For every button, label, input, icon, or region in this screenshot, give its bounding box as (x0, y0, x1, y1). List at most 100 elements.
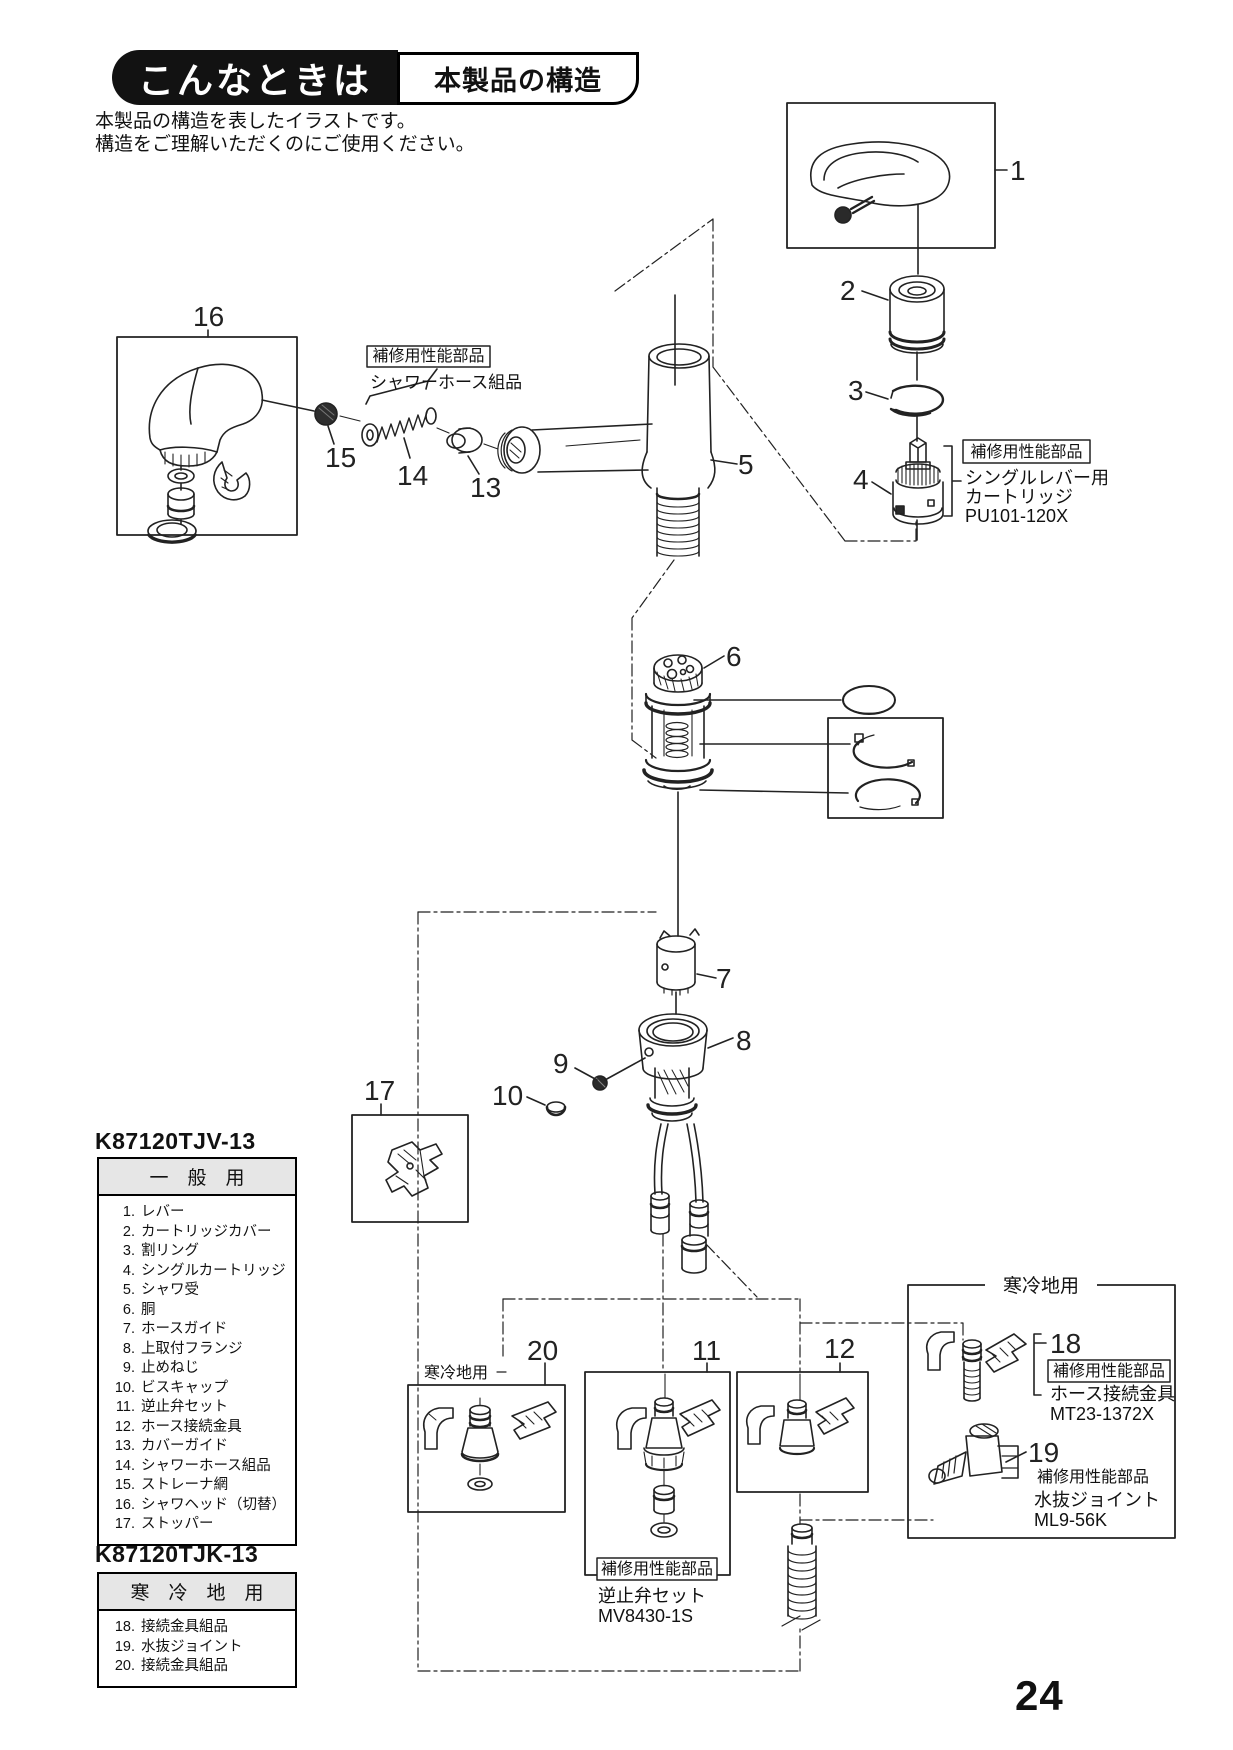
list-item: 15. ストレーナ網 (99, 1476, 292, 1496)
item-no: 16. (114, 1496, 135, 1513)
item-no: 4. (122, 1262, 135, 1279)
cartridge-annotation-line1: シングルレバー用 (965, 468, 1109, 488)
item-label: 逆止弁セット (141, 1399, 228, 1415)
item-label: 止めねじ (141, 1360, 199, 1376)
list-item: 11.逆止弁セット (99, 1398, 292, 1418)
callout-6: 6 (726, 641, 742, 672)
cold-region-box-title: 寒冷地用 (1003, 1275, 1079, 1297)
supply-hoses-drawing (649, 1123, 710, 1274)
check-valve-annotation: 逆止弁セット (598, 1586, 706, 1606)
item-no: 19. (114, 1638, 135, 1655)
repair-parts-label-drain-joint: 補修用性能部品 (1037, 1468, 1149, 1486)
item-label: ビスキャップ (141, 1379, 228, 1396)
part-3-split-ring-drawing (865, 384, 945, 442)
item-no: 1. (122, 1204, 135, 1220)
item-label: 胴 (141, 1301, 156, 1318)
callout-5: 5 (738, 449, 754, 480)
item-no: 20. (114, 1658, 135, 1674)
part-20-fitting-box-drawing (407, 1362, 566, 1513)
list-item: 7. ホースガイド (99, 1320, 292, 1340)
repair-parts-label-cartridge: 補修用性能部品 (970, 443, 1082, 461)
list-item: 8. 上取付フランジ (99, 1340, 292, 1360)
part-11-check-valve-box-drawing (584, 1362, 731, 1581)
callout-10: 10 (492, 1080, 523, 1111)
list-item: 19. 水抜ジョイント (99, 1638, 292, 1658)
item-no: 5. (122, 1282, 135, 1298)
check-valve-code: MV8430-1S (598, 1606, 693, 1626)
item-label: 接続金具組品 (141, 1619, 228, 1635)
item-label: シングルカートリッジ (141, 1262, 286, 1279)
parts-list-general-header: 一 般 用 (99, 1159, 295, 1196)
repair-parts-label-hose-fitting: 補修用性能部品 (1053, 1362, 1165, 1380)
item-label: シャワ受 (141, 1282, 199, 1298)
item-no: 12. (114, 1418, 135, 1435)
cartridge-annotation-line2: カートリッジ (965, 487, 1073, 507)
item-no: 15. (114, 1477, 135, 1493)
callout-12: 12 (824, 1333, 855, 1364)
part-4-cartridge-drawing (871, 437, 1091, 541)
list-item: 6. 胴 (99, 1301, 292, 1321)
intro-line-2: 構造をご理解いただくのにご使用ください。 (95, 134, 475, 155)
item-label: 接続金具組品 (141, 1658, 228, 1674)
item-no: 18. (114, 1619, 135, 1635)
part-15-strainer-drawing (314, 402, 338, 445)
list-item: 17. ストッパー (99, 1515, 292, 1535)
item-label: シャワーホース組品 (141, 1457, 271, 1474)
callout-11: 11 (692, 1335, 721, 1366)
list-item: 13.カバーガイド (99, 1437, 292, 1457)
item-no: 10. (114, 1379, 135, 1396)
item-no: 13. (114, 1438, 135, 1454)
list-item: 5. シャワ受 (99, 1281, 292, 1301)
parts-list-cold: 寒 冷 地 用 18. 接続金具組品 19. 水抜ジョイント 20. 接続金具組品 (97, 1572, 297, 1688)
list-item: 10. ビスキャップ (99, 1379, 292, 1399)
callout-9: 9 (553, 1048, 569, 1079)
item-label: 上取付フランジ (141, 1340, 243, 1357)
item-no: 17. (114, 1516, 135, 1532)
item-label: シャワヘッド（切替） (141, 1496, 286, 1513)
list-item: 12. ホース接続金具 (99, 1418, 292, 1438)
list-item: 1. レバー (99, 1203, 292, 1223)
list-item: 9. 止めねじ (99, 1359, 292, 1379)
item-label: ホース接続金具 (141, 1418, 242, 1435)
item-no: 6. (122, 1301, 135, 1318)
hose-fitting-annotation: ホース接続金具 (1050, 1384, 1175, 1404)
hose-fitting-code: MT23-1372X (1050, 1404, 1154, 1424)
parts-list-cold-header: 寒 冷 地 用 (99, 1574, 295, 1611)
part-16-shower-head-drawing (116, 329, 315, 544)
list-item: 2.カートリッジカバー (99, 1223, 292, 1243)
intro-text: 本製品の構造を表したイラストです。 構造をご理解いただくのにご使用ください。 (95, 110, 475, 156)
list-item: 20. 接続金具組品 (99, 1657, 292, 1677)
callout-3: 3 (848, 375, 864, 406)
item-label: ストッパー (141, 1516, 214, 1532)
callout-7: 7 (716, 963, 732, 994)
part-17-stopper-drawing (351, 1103, 469, 1223)
item-label: 水抜ジョイント (141, 1638, 243, 1655)
callout-2: 2 (840, 275, 856, 306)
page-number: 24 (1015, 1672, 1064, 1719)
item-no: 14. (114, 1457, 135, 1474)
drain-joint-annotation: 水抜ジョイント (1034, 1490, 1160, 1510)
item-no: 2. (122, 1223, 135, 1240)
item-no: 8. (122, 1340, 135, 1357)
callout-4: 4 (853, 464, 869, 495)
callout-8: 8 (736, 1025, 752, 1056)
shower-hose-annotation: シャワーホース組品 (370, 373, 522, 392)
item-label: ホースガイド (141, 1321, 228, 1337)
part-6-body-assembly-drawing (642, 654, 944, 937)
item-label: レバー (141, 1204, 185, 1220)
list-item: 4. シングルカートリッジ (99, 1262, 292, 1282)
item-no: 7. (122, 1321, 135, 1337)
hose-coil-drawing (781, 1523, 821, 1631)
section-badge: こんなときは (112, 50, 398, 105)
callout-13: 13 (470, 472, 501, 503)
list-item: 3.割リング (99, 1242, 292, 1262)
part-1-lever-drawing (786, 102, 1008, 275)
callout-20: 20 (527, 1335, 558, 1366)
item-label: ストレーナ網 (141, 1477, 228, 1493)
item-no: 9. (122, 1360, 135, 1376)
list-item: 14. シャワーホース組品 (99, 1457, 292, 1477)
cold-region-box-drawing (907, 1274, 1176, 1539)
part-14-shower-hose-drawing (361, 345, 491, 459)
